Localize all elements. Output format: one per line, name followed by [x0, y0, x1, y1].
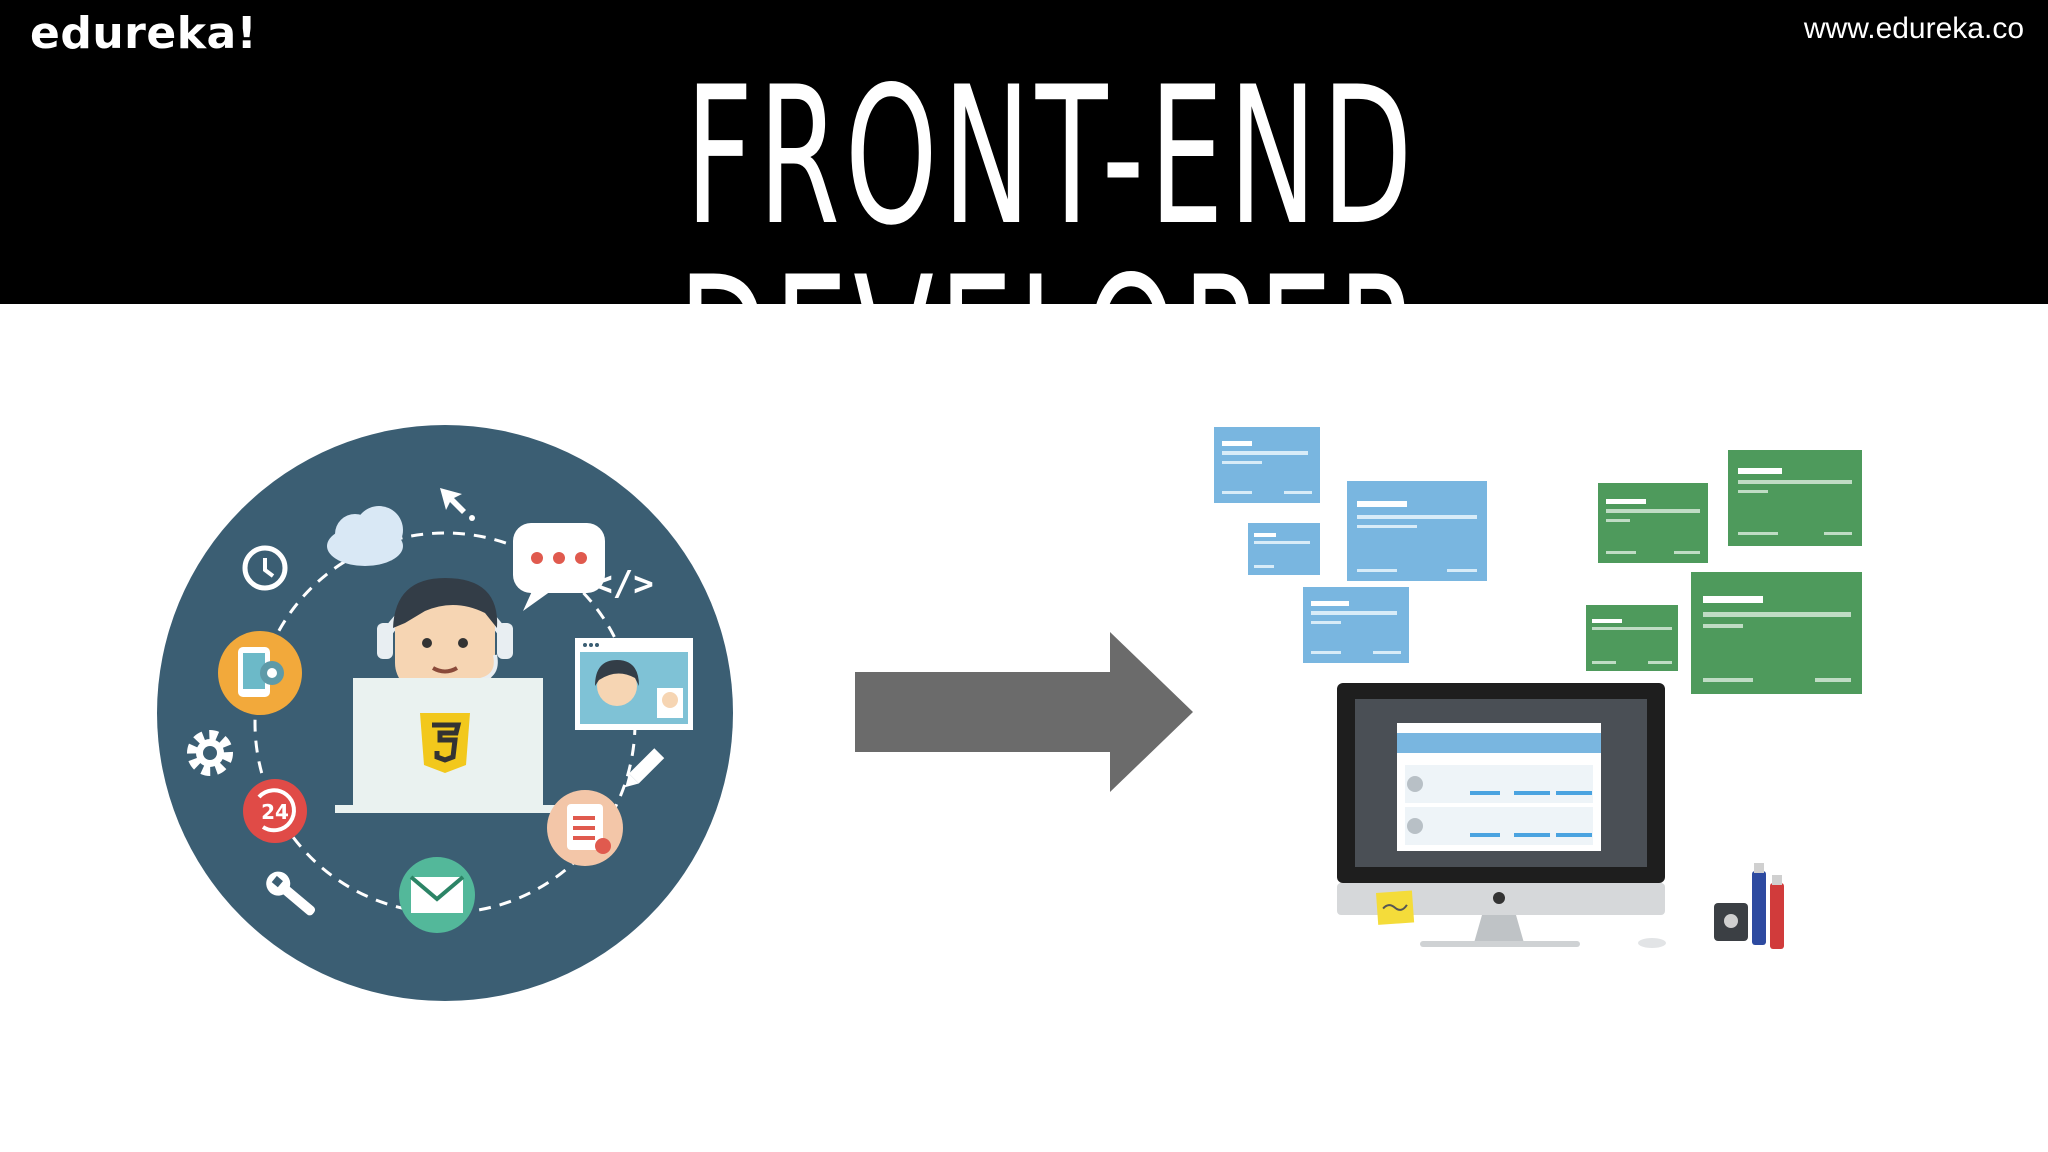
video-call-icon — [575, 638, 693, 730]
blue-card — [1214, 427, 1320, 503]
sticky-note-icon — [1376, 890, 1415, 925]
email-icon — [399, 857, 475, 933]
blue-card — [1347, 481, 1487, 581]
ui-cards-illustration — [1214, 427, 1862, 949]
clipboard-icon — [547, 790, 623, 866]
green-card — [1598, 483, 1708, 563]
pencil-icon — [625, 748, 665, 788]
imac-icon — [1337, 683, 1666, 948]
chat-bubble-icon — [513, 523, 605, 611]
green-card — [1691, 572, 1862, 694]
developer-illustration: </> — [157, 425, 733, 1001]
blue-card — [1248, 523, 1320, 575]
header-banner: edureka! www.edureka.co FRONT-END DEVELO… — [0, 0, 2048, 442]
page-title: FRONT-END DEVELOPER — [678, 46, 1425, 457]
green-card — [1728, 450, 1862, 546]
css3-logo-icon — [420, 713, 470, 773]
cloud-icon — [327, 506, 403, 566]
green-card — [1586, 605, 1678, 671]
usb-drives-icon — [1714, 863, 1784, 949]
blue-card — [1303, 587, 1409, 663]
gear-icon — [187, 730, 233, 776]
edureka-logo: edureka! — [30, 8, 258, 59]
phone-settings-icon — [218, 631, 302, 715]
clock-icon — [242, 545, 288, 591]
wrench-icon — [266, 871, 316, 916]
timer-24-text: 24 — [261, 800, 289, 824]
code-tag-icon: </> — [592, 564, 653, 604]
transition-arrow — [855, 632, 1193, 792]
site-url: www.edureka.co — [1803, 12, 2024, 45]
timer-24-icon: 24 — [243, 779, 307, 843]
cursor-icon — [440, 488, 475, 521]
